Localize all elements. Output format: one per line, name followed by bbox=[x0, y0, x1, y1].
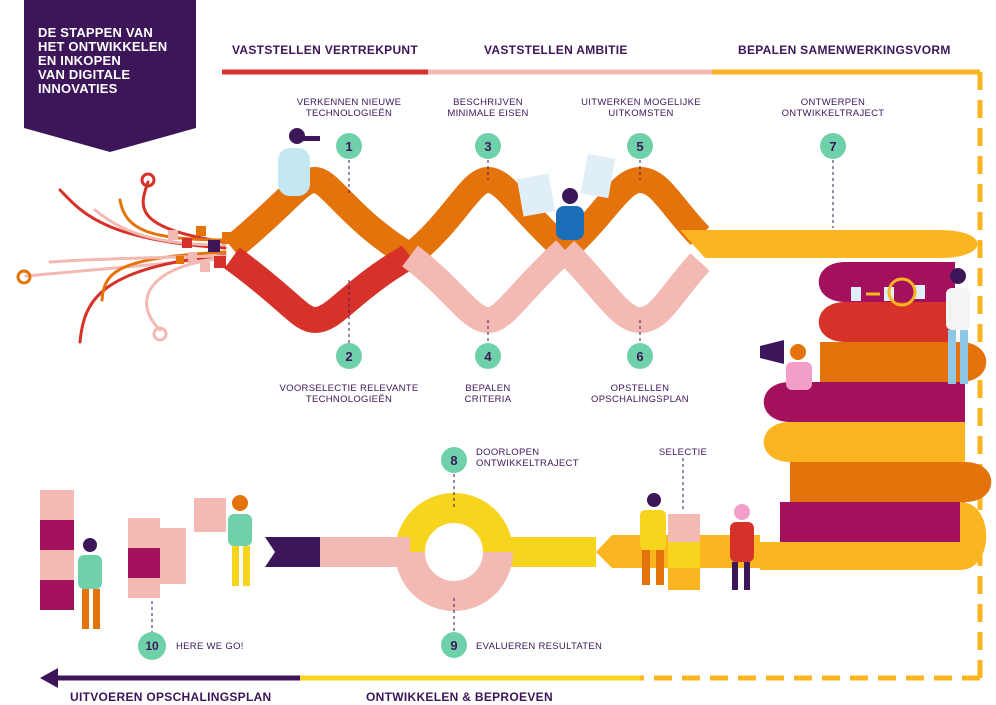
selection-label: SELECTIE bbox=[658, 447, 708, 458]
step-number-3: 3 bbox=[475, 133, 501, 159]
phase-label-samenwerking: BEPALEN SAMENWERKINGSVORM bbox=[738, 43, 951, 57]
phase-label-ontwikkelen: ONTWIKKELEN & BEPROEVEN bbox=[366, 690, 553, 704]
step-label-2: VOORSELECTIE RELEVANTE TECHNOLOGIEËN bbox=[279, 383, 419, 405]
figure-explorer bbox=[278, 128, 320, 196]
step-number-6: 6 bbox=[627, 343, 653, 369]
figure-builder bbox=[194, 495, 252, 586]
figure-writer bbox=[516, 153, 616, 240]
ribbon-diamonds bbox=[223, 166, 710, 334]
step-number-4: 4 bbox=[475, 343, 501, 369]
figure-selection bbox=[640, 493, 754, 590]
ribbon-cycle bbox=[265, 493, 596, 612]
step-number-8: 8 bbox=[441, 447, 467, 473]
step-number-5: 5 bbox=[627, 133, 653, 159]
step-label-3: BESCHRIJVEN MINIMALE EISEN bbox=[447, 97, 529, 119]
step-number-2: 2 bbox=[336, 343, 362, 369]
step-connectors bbox=[151, 160, 834, 632]
step-label-1: VERKENNEN NIEUWE TECHNOLOGIEËN bbox=[296, 97, 402, 119]
step-label-10: HERE WE GO! bbox=[176, 641, 244, 652]
step-number-7: 7 bbox=[820, 133, 846, 159]
step-label-4: BEPALEN CRITERIA bbox=[464, 383, 512, 405]
phase-label-vertrekpunt: VASTSTELLEN VERTREKPUNT bbox=[232, 43, 419, 57]
step-label-7: ONTWERPEN ONTWIKKELTRAJECT bbox=[781, 97, 885, 119]
figure-megaphone bbox=[760, 340, 812, 390]
phase-label-ambitie: VASTSTELLEN AMBITIE bbox=[484, 43, 628, 57]
step-label-9: EVALUEREN RESULTATEN bbox=[476, 641, 603, 652]
step-number-10: 10 bbox=[138, 632, 166, 660]
step-number-1: 1 bbox=[336, 133, 362, 159]
figure-pointer bbox=[946, 268, 970, 384]
building-blocks bbox=[40, 490, 186, 610]
title-banner: DE STAPPEN VAN HET ONTWIKKELEN EN INKOPE… bbox=[24, 0, 196, 152]
figure-walker bbox=[78, 538, 102, 629]
step-label-6: OPSTELLEN OPSCHALINGSPLAN bbox=[591, 383, 689, 405]
phase-label-opschalingsplan: UITVOEREN OPSCHALINGSPLAN bbox=[70, 690, 272, 704]
pixel-squares bbox=[168, 226, 234, 272]
step-label-5: UITWERKEN MOGELIJKE UITKOMSTEN bbox=[581, 97, 701, 119]
process-cycle-icon bbox=[851, 277, 925, 307]
page-title: DE STAPPEN VAN HET ONTWIKKELEN EN INKOPE… bbox=[38, 25, 168, 96]
step-number-9: 9 bbox=[441, 632, 467, 658]
step-label-8: DOORLOPEN ONTWIKKELTRAJECT bbox=[476, 447, 579, 469]
arrow-left-icon bbox=[40, 668, 58, 688]
